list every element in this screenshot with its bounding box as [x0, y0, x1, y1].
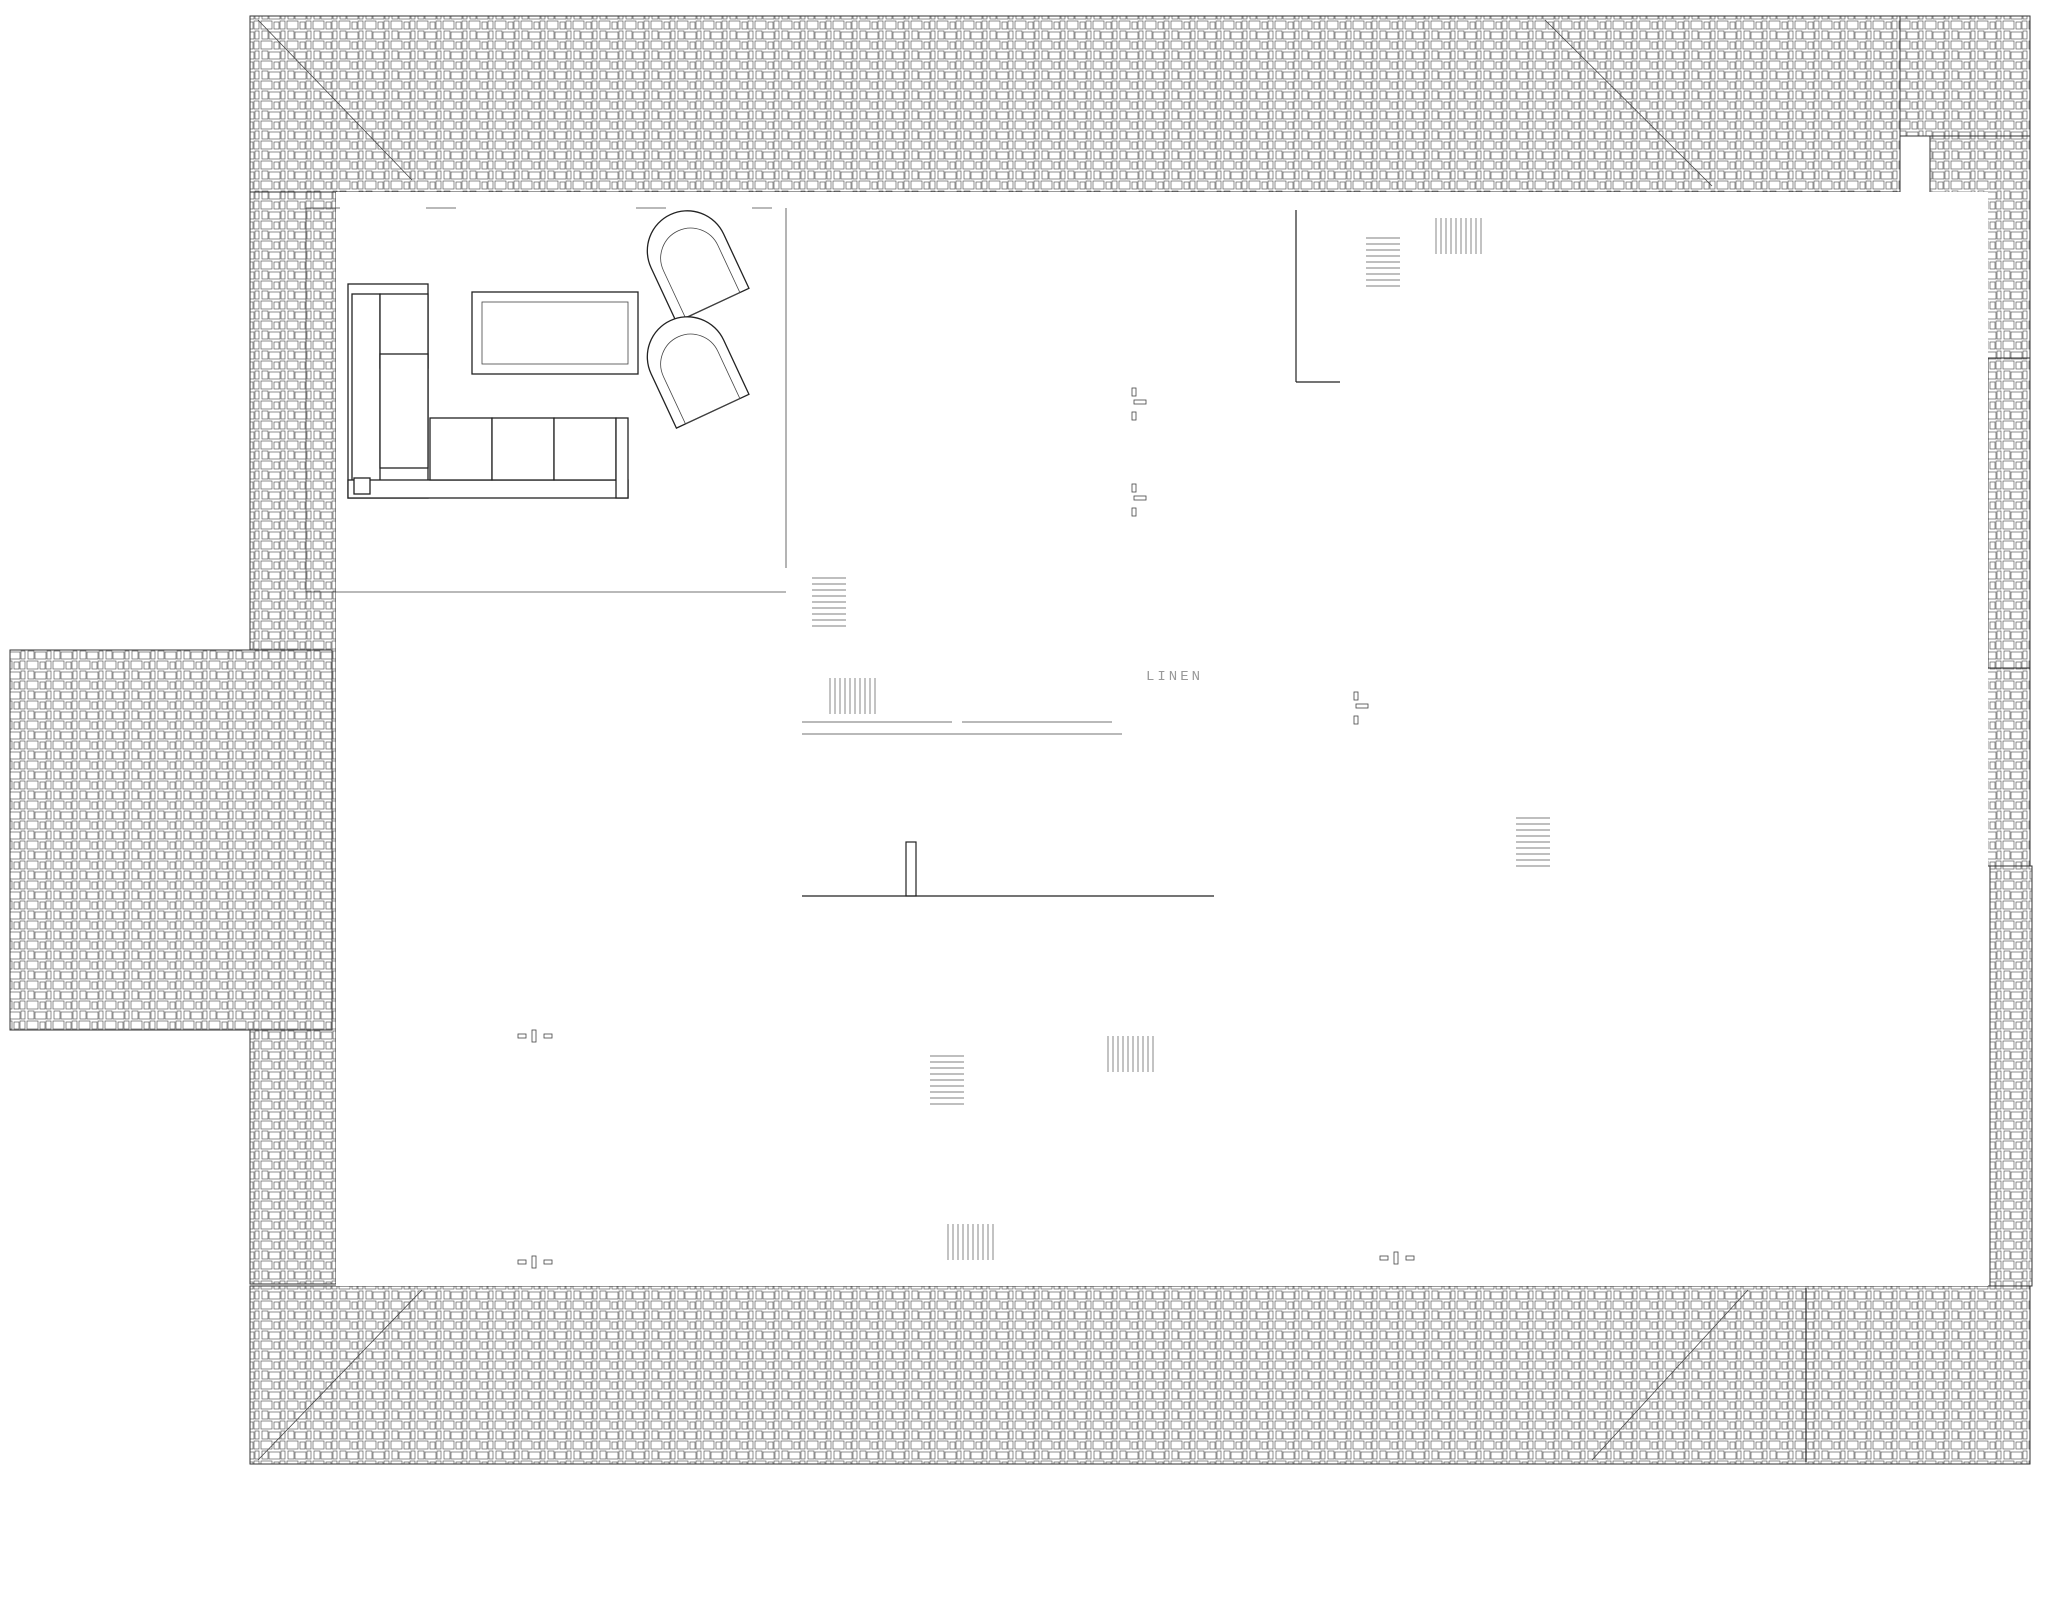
hatch-7 — [930, 1055, 964, 1105]
counter — [802, 721, 1214, 897]
counter-post — [905, 841, 917, 897]
fixture-5 — [517, 1255, 553, 1269]
coffee-table-outer — [471, 291, 639, 375]
fixture-symbols — [517, 387, 1415, 1269]
fixture-1 — [1131, 387, 1147, 421]
paving-right — [1987, 357, 2031, 669]
hatch-2 — [1435, 218, 1482, 254]
floor-hatching — [812, 218, 1550, 1260]
plan-label: LINEN — [1146, 669, 1203, 685]
coffee-table-inner — [481, 301, 629, 365]
interior-partition — [1295, 210, 1340, 383]
sofa-arm-bottom — [347, 479, 629, 499]
hatch-6 — [1107, 1036, 1154, 1072]
seam-bottom-right — [1591, 1289, 1749, 1461]
paving-top-right — [1899, 15, 2031, 137]
sofa-seat-bottom-1 — [429, 417, 493, 481]
hatch-8 — [947, 1224, 994, 1260]
fixture-4 — [517, 1029, 553, 1043]
sofa-seat-bottom-3 — [553, 417, 617, 481]
hatch-1 — [1366, 237, 1400, 287]
hatch-3 — [812, 577, 846, 627]
sofa-arm-right — [615, 417, 629, 499]
paved-surround — [9, 15, 2033, 1465]
lounge-chair-2 — [646, 316, 750, 429]
paving-right-bottom — [1989, 865, 2033, 1287]
lounge-chair-1 — [646, 210, 750, 323]
seam-top-right — [1544, 19, 1713, 187]
paving-left-wing — [9, 649, 333, 1031]
paving-top — [249, 15, 1901, 193]
lounge-area — [305, 207, 787, 593]
sofa-seat-left-1 — [351, 293, 381, 495]
l-shaped-sectional-sofa — [347, 283, 629, 499]
sofa-corner-pad — [353, 477, 371, 495]
sofa-seat-bottom-2 — [491, 417, 555, 481]
paving-bottom — [249, 1285, 2031, 1465]
coffee-table — [471, 291, 639, 375]
hatch-5 — [1516, 817, 1550, 867]
seam-top-left — [257, 19, 413, 181]
fixture-3 — [1353, 691, 1369, 725]
hatch-4 — [829, 678, 876, 714]
fixture-6 — [1379, 1251, 1415, 1265]
sofa-seat-left-3 — [379, 353, 429, 469]
seam-bottom-left — [257, 1289, 423, 1461]
fixture-2 — [1131, 483, 1147, 517]
